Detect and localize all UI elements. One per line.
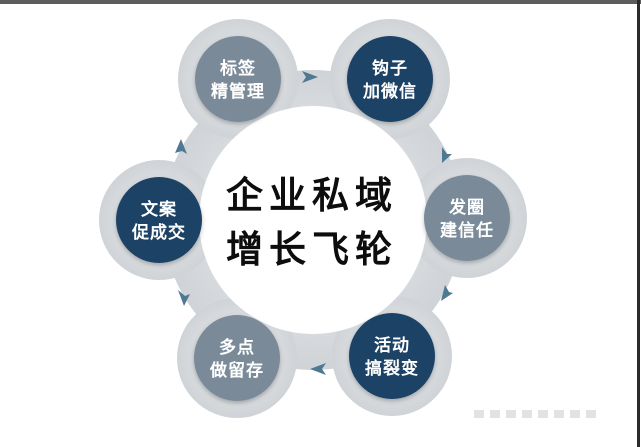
node-label-line1: 多点 — [219, 337, 255, 358]
node-moments: 发圈 建信任 — [424, 175, 510, 261]
node-label-line1: 钩子 — [372, 58, 408, 79]
watermark-mark — [554, 410, 564, 418]
top-border — [0, 0, 641, 4]
center-title-line2: 增长飞轮 — [226, 228, 398, 271]
node-label-line2: 做留存 — [209, 360, 264, 381]
center-title-line1: 企业私域 — [226, 174, 398, 217]
node-hook: 钩子 加微信 — [347, 36, 433, 122]
arrow-down-left-icon — [441, 285, 453, 301]
node-circle — [349, 313, 435, 399]
node-points: 多点 做留存 — [194, 315, 280, 401]
node-label-line1: 发圈 — [448, 197, 485, 218]
right-border — [637, 0, 640, 447]
node-circle — [116, 177, 202, 263]
arrow-down-right-icon — [442, 147, 452, 163]
node-label-line1: 标签 — [220, 58, 256, 79]
node-circle — [195, 36, 281, 122]
watermark-mark — [522, 410, 532, 418]
watermark — [474, 403, 634, 419]
node-label-line2: 建信任 — [440, 220, 494, 241]
flow-arrows — [175, 71, 453, 375]
watermark-mark — [538, 410, 548, 418]
node-circle — [347, 36, 433, 122]
node-label-line1: 活动 — [374, 335, 410, 356]
watermark-mark — [570, 410, 580, 418]
watermark-mark — [474, 410, 484, 418]
watermark-mark — [506, 410, 516, 418]
watermark-mark — [490, 410, 500, 418]
node-activity: 活动 搞裂变 — [349, 313, 435, 399]
arrow-right-icon — [302, 71, 318, 83]
node-label-line2: 加微信 — [362, 81, 417, 102]
node-label-line2: 精管理 — [211, 81, 265, 102]
arrow-left-icon — [310, 363, 326, 375]
node-label-line1: 文案 — [141, 199, 177, 220]
arrow-up-right-icon — [175, 139, 187, 154]
node-copy: 文案 促成交 — [116, 177, 202, 263]
watermark-mark — [586, 410, 596, 418]
node-label-line2: 促成交 — [131, 222, 186, 243]
node-circle — [194, 315, 280, 401]
node-tag: 标签 精管理 — [195, 36, 281, 122]
node-circle — [424, 175, 510, 261]
arrow-up-left-icon — [178, 290, 190, 306]
center-disc — [199, 106, 427, 334]
node-label-line2: 搞裂变 — [365, 358, 419, 379]
